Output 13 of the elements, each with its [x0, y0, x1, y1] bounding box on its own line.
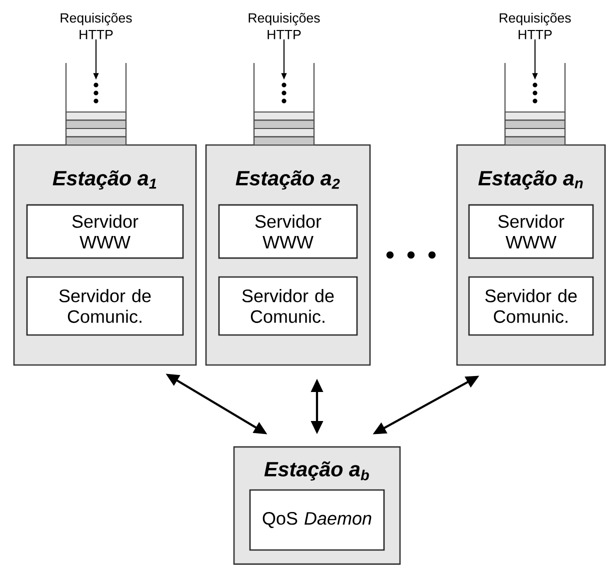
queue-drawing: [253, 62, 315, 146]
queue-drawing: [504, 62, 566, 146]
server-box: Servidor WWW: [218, 204, 358, 259]
server-box: Servidor de Comunic.: [218, 276, 358, 336]
queue-drawing: [65, 62, 127, 146]
request-label: Requisições HTTP: [500, 12, 571, 40]
request-label: Requisições HTTP: [60, 12, 132, 40]
server-box: Servidor de Comunic.: [468, 276, 594, 336]
server-box: Servidor WWW: [468, 204, 594, 259]
server-box: Servidor WWW: [26, 204, 184, 259]
server-box: Servidor de Comunic.: [26, 276, 184, 336]
server-box: QoS Daemon: [249, 489, 385, 551]
request-label: Requisições HTTP: [248, 12, 320, 40]
